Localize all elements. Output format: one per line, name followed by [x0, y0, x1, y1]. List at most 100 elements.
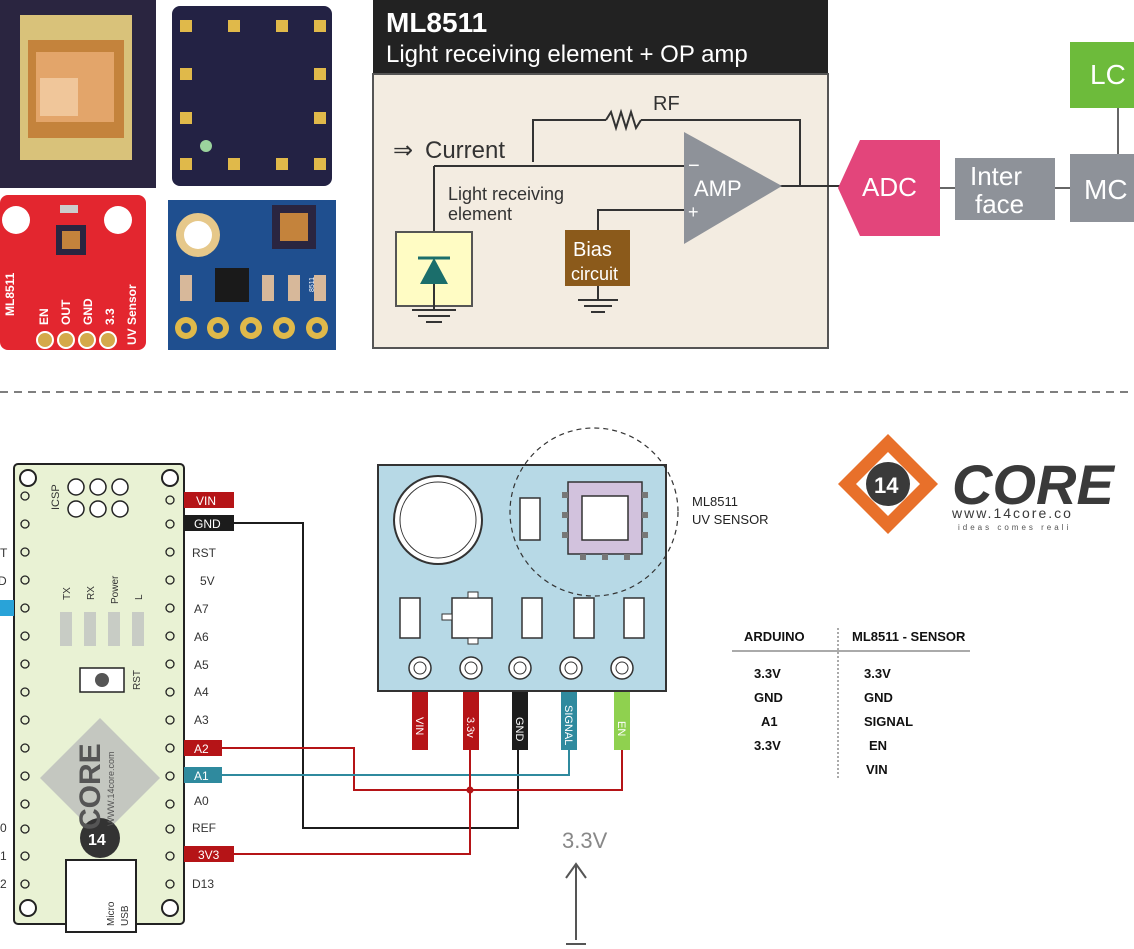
bias-label-1: Bias [573, 239, 612, 261]
icsp-header [67, 478, 129, 518]
ml8511-block-diagram: ML8511 Light receiving element + OP amp … [372, 0, 840, 349]
right-pin-labels: VIN GND RST 5V A7 A6 A5 A4 A3 A2 A1 A0 R… [184, 492, 234, 891]
lcd-block: LC [1070, 42, 1134, 108]
interface-label-1: Inter [970, 161, 1022, 191]
3v3-wire [234, 750, 471, 855]
board-logo-url: WWW.14core.com [106, 751, 116, 826]
lcd-label: LC [1090, 59, 1126, 90]
bias-circuit-box [565, 230, 630, 286]
pin-label-a6: A6 [194, 630, 209, 644]
red-board-label-en: EN [37, 308, 51, 325]
table-cell: 3.3V [754, 666, 781, 681]
pin-label-a7: A7 [194, 602, 209, 616]
table-cell: A1 [761, 714, 778, 729]
table-header-arduino: ARDUINO [744, 629, 805, 644]
pin-label-rst: RST [192, 546, 217, 560]
pin-label-a5: A5 [194, 658, 209, 672]
amp-symbol [684, 132, 782, 244]
left-pin-holes [20, 491, 30, 889]
sensor-pin-signal: SIGNAL [562, 705, 574, 745]
wire-junction [466, 786, 474, 794]
light-element-label-1: Light receiving [448, 184, 564, 204]
micro-usb-port [65, 859, 137, 933]
block-subtitle: Light receiving element + OP amp [386, 41, 748, 68]
arduino-nano-board: ICSP TX RX Power L RST 14 CORE WWW.14cor… [13, 463, 185, 933]
left-partial-pins: T D 0 1 2 [0, 546, 14, 891]
sensor-pin-en: EN [615, 721, 627, 736]
power-arrow-3v3: 3.3V [562, 828, 608, 945]
chip-highlight-circle [509, 427, 679, 597]
arrow-icon: ⇒ [393, 137, 413, 164]
table-cell: SIGNAL [864, 714, 913, 729]
logo-tagline: ideas comes reali [958, 523, 1071, 532]
right-pin-holes [165, 495, 175, 889]
sensor-pin-tags: VIN 3.3v GND SIGNAL EN [412, 692, 630, 750]
gnd-wire [234, 522, 519, 829]
icsp-label: ICSP [50, 484, 62, 510]
table-cell: GND [754, 690, 783, 705]
pin-tag-a1 [184, 767, 222, 783]
pin-label-a3: A3 [194, 713, 209, 727]
table-header-sensor: ML8511 - SENSOR [852, 629, 966, 644]
pin-label-a2: A2 [194, 742, 209, 756]
reset-label: RST [132, 670, 143, 690]
amp-minus: − [688, 155, 700, 177]
pin-label-a0: A0 [194, 794, 209, 808]
table-cell: EN [869, 738, 887, 753]
table-cell: GND [864, 690, 893, 705]
gy8511-sensor-board [377, 427, 679, 692]
ml8511-chip-photo-bottom [172, 6, 332, 186]
amp-plus: + [688, 202, 699, 222]
mcu-label: MC [1084, 174, 1128, 205]
block-title: ML8511 [386, 7, 487, 38]
interface-label-2: face [975, 189, 1024, 219]
pin-tag-vin [184, 492, 234, 508]
red-board-label-uv-sensor: UV Sensor [125, 284, 139, 345]
sensor-label-2: UV SENSOR [692, 512, 769, 527]
pin-label-a4: A4 [194, 685, 209, 699]
pin-label-ref: REF [192, 821, 216, 835]
current-label: Current [425, 137, 505, 164]
pin-tag-3v3 [184, 846, 234, 862]
board-logo-text: CORE [74, 743, 107, 830]
blue-breakout-board-photo: 8511 [168, 200, 336, 350]
sensor-pin-gnd: GND [513, 717, 525, 742]
connection-table: ARDUINO ML8511 - SENSOR 3.3V 3.3V GND GN… [732, 628, 970, 780]
red-board-label-3v3: 3.3 [103, 308, 117, 325]
a2-wire [222, 747, 623, 791]
board-logo-watermark: 14 CORE WWW.14core.com [40, 718, 160, 858]
usb-label-1: Micro [106, 901, 117, 926]
red-board-label-gnd: GND [81, 298, 95, 325]
mcu-block: MC [1070, 154, 1134, 222]
wiring [222, 522, 623, 855]
sensor-label-1: ML8511 [692, 494, 738, 509]
led-rx-label: RX [86, 586, 97, 600]
logo-text: CORE [952, 453, 1115, 516]
led-l-label: L [134, 594, 145, 600]
left-partial-label: 2 [0, 877, 7, 891]
red-breakout-board-photo: ML8511 EN OUT GND 3.3 UV Sensor [0, 195, 146, 350]
amp-label: AMP [694, 176, 742, 201]
table-cell: VIN [866, 762, 888, 777]
red-board-label-out: OUT [59, 299, 73, 325]
led-power-label: Power [110, 575, 121, 604]
table-cell: 3.3V [864, 666, 891, 681]
pin-tag-a2 [184, 740, 222, 756]
board-logo-num: 14 [88, 832, 106, 849]
usb-label-2: USB [120, 905, 131, 926]
blue-board-mark: 8511 [309, 277, 316, 292]
pin-label-5v: 5V [200, 574, 215, 588]
left-partial-label: 0 [0, 821, 7, 835]
interface-block: Inter face [955, 158, 1055, 220]
adc-label: ADC [862, 172, 917, 202]
pin-label-vin: VIN [196, 494, 216, 508]
led-tx-label: TX [62, 587, 73, 600]
pin-label-d13: D13 [192, 877, 214, 891]
red-board-label-ml8511: ML8511 [3, 272, 17, 316]
bias-label-2: circuit [571, 264, 618, 284]
logo-num: 14 [874, 473, 899, 498]
pin-label-gnd: GND [194, 517, 221, 531]
pin-label-3v3: 3V3 [198, 848, 220, 862]
adc-block: ADC [838, 140, 940, 236]
table-cell: 3.3V [754, 738, 781, 753]
